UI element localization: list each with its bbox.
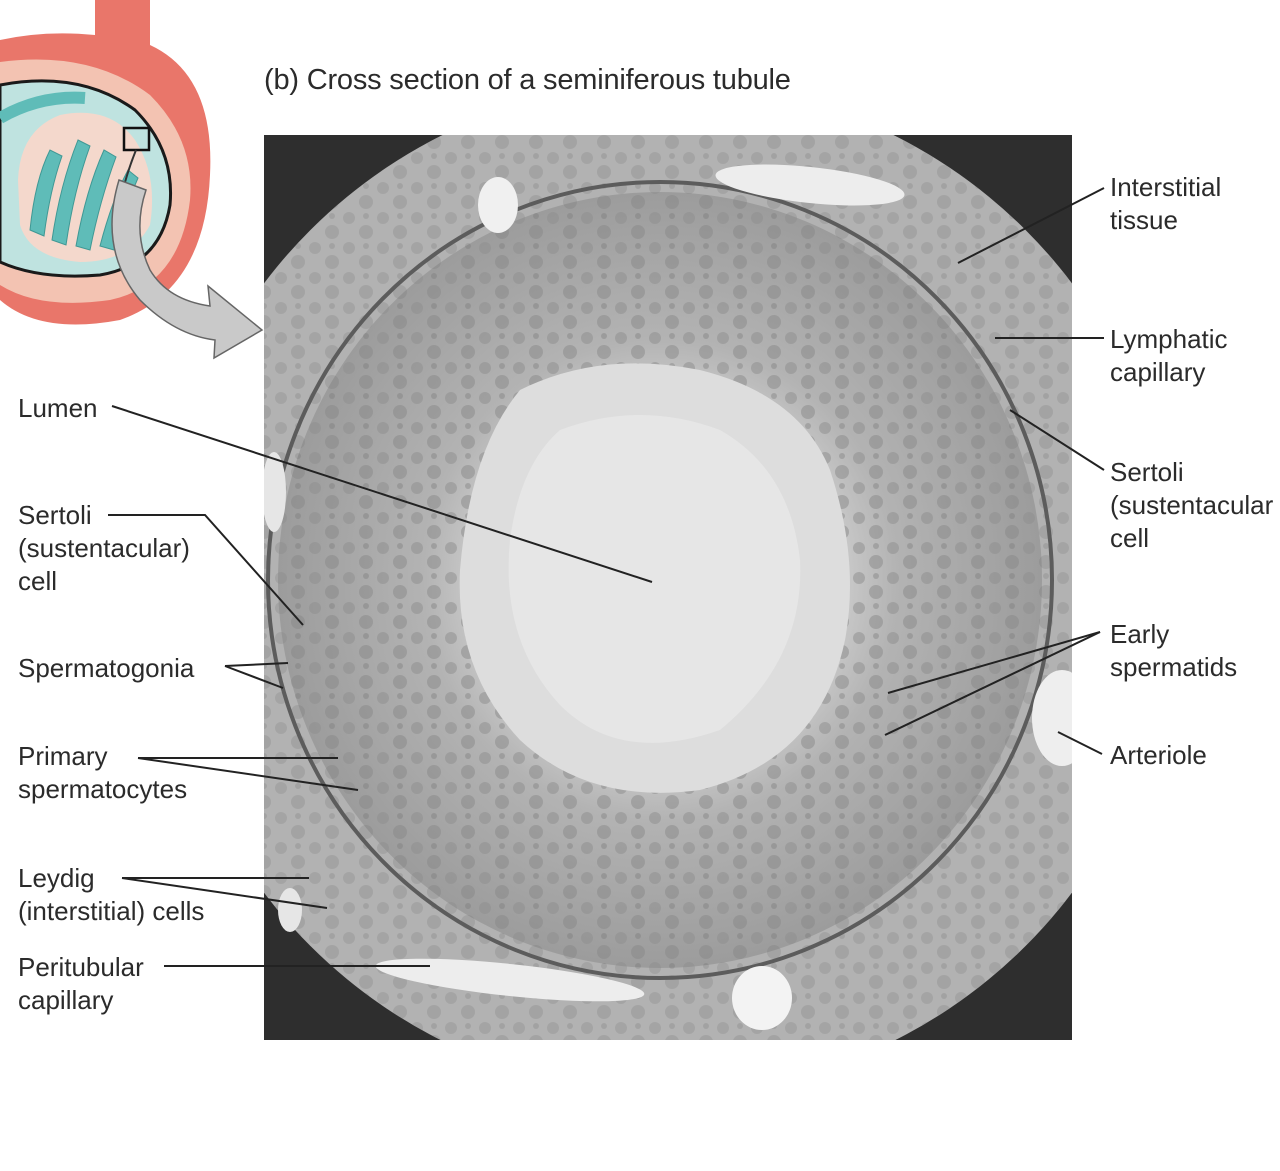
label-leydig: Leydig (interstitial) cells: [18, 863, 205, 926]
label-lymphatic-capillary: Lymphatic capillary: [1110, 324, 1228, 387]
testis-inset: [0, 0, 264, 360]
micrograph: [264, 135, 1072, 1040]
leader-lines: [108, 187, 1105, 967]
figure-title: (b) Cross section of a seminiferous tubu…: [264, 64, 791, 96]
label-early-spermatids: Early spermatids: [1110, 619, 1238, 682]
label-lumen: Lumen: [18, 393, 98, 423]
label-interstitial-tissue: Interstitial tissue: [1110, 172, 1222, 235]
label-peritubular-capillary: Peritubular capillary: [18, 952, 144, 1015]
label-primary-spermatocytes: Primary spermatocytes: [18, 741, 188, 804]
label-sertoli-right: Sertoli (sustentacular cell: [1110, 457, 1274, 553]
label-sertoli-left: Sertoli (sustentacular) cell: [18, 500, 190, 596]
label-spermatogonia: Spermatogonia: [18, 653, 195, 683]
label-arteriole: Arteriole: [1110, 740, 1207, 770]
